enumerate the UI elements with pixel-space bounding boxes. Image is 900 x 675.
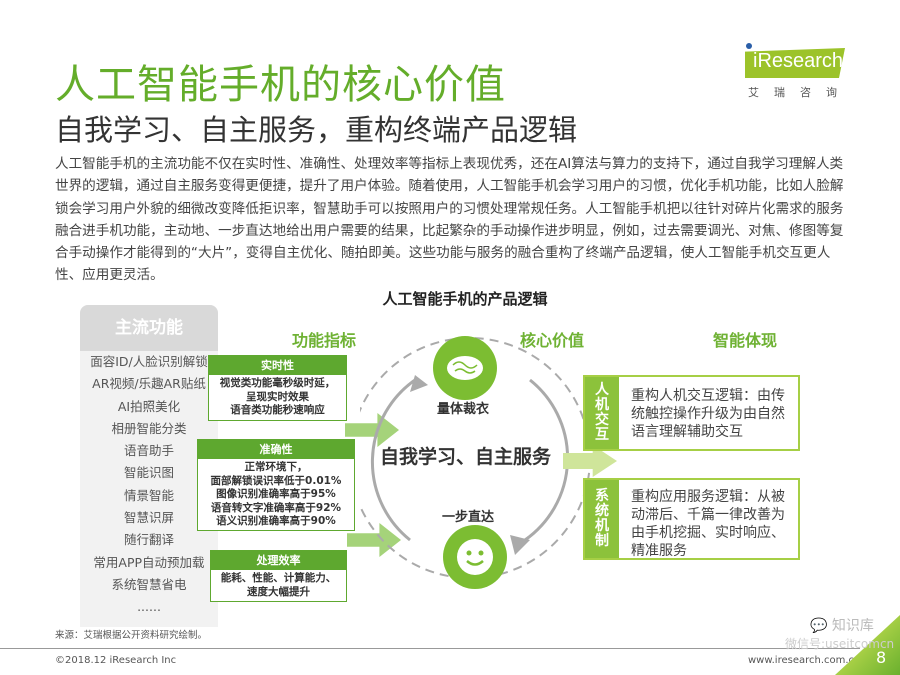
metric-line: 呈现实时效果 (246, 390, 309, 403)
main-function-item: 随行翻译 (123, 532, 174, 548)
metric-body: 正常环境下，面部解锁误识率低于0.01%图像识别准确率高于95%语音转文字准确率… (198, 459, 354, 531)
metric-line: 图像识别准确率高于95% (216, 488, 336, 500)
logo-brand: iResearch (745, 48, 845, 78)
intelligence-box-system: 系统机制 重构应用服务逻辑：从被动滞后、千篇一律改善为由手机挖掘、实时响应、精准… (583, 478, 800, 560)
main-functions-header: 主流功能 (80, 305, 218, 351)
core-bottom-label: 一步直达 (442, 510, 495, 525)
main-function-item: 相册智能分类 (111, 420, 187, 436)
smile-icon (443, 525, 507, 589)
metric-body: 视觉类功能毫秒级时延，呈现实时效果语音类功能秒速响应 (209, 375, 346, 420)
page-title: 人工智能手机的核心价值 (55, 62, 506, 108)
iresearch-logo: iResearch 艾瑞咨询 (745, 43, 852, 100)
metric-line: 正常环境下， (244, 461, 308, 473)
metric-line: 面部解锁误识率低于0.01% (210, 474, 342, 487)
main-function-item: 智能识图 (123, 465, 174, 481)
metric-line: 速度大幅提升 (247, 585, 310, 598)
wechat-icon: 💬 (810, 618, 832, 634)
core-top-label: 量体裁衣 (437, 402, 490, 417)
page-number: 8 (876, 648, 887, 667)
metric-line: 语音类功能秒速响应 (230, 404, 325, 416)
metric-title: 准确性 (198, 440, 354, 459)
main-function-item: 系统智慧省电 (111, 576, 187, 592)
body-paragraph: 人工智能手机的主流功能不仅在实时性、准确性、处理效率等指标上表现优秀，还在AI算… (55, 156, 844, 284)
watermark-account: 微信号:useitcomcn (785, 637, 895, 651)
main-function-item: 语音助手 (123, 443, 174, 459)
main-function-item: 面容ID/人脸识别解锁 (90, 354, 208, 369)
brain-icon (433, 336, 497, 400)
footer-copyright: ©2018.12 iResearch Inc (55, 655, 177, 666)
main-function-item: 智慧识屏 (123, 510, 174, 526)
arrowhead-icon (510, 535, 530, 555)
main-function-item: AR视频/乐趣AR贴纸 (92, 376, 206, 392)
logo-dot-icon (746, 43, 752, 49)
intelligence-text: 重构应用服务逻辑：从被动滞后、千篇一律改善为由手机挖掘、实时响应、精准服务 (631, 489, 785, 559)
metric-line: 语义识别准确率高于90% (216, 515, 336, 527)
label-core: 核心价值 (520, 331, 585, 350)
metric-line: 语音转文字准确率高于92% (210, 501, 342, 514)
metric-body: 能耗、性能、计算能力、速度大幅提升 (211, 570, 346, 601)
metric-line: 能耗、性能、计算能力、 (220, 572, 337, 584)
arrowhead-icon (410, 375, 428, 392)
main-function-item: AI拍照美化 (117, 398, 181, 414)
intelligence-box-interaction: 人机交互 重构人机交互逻辑：由传统触控操作升级为由自然语言理解辅助交互 (583, 375, 800, 451)
watermark-name: 💬 知识库 (810, 615, 874, 635)
diagram-title: 人工智能手机的产品逻辑 (382, 290, 548, 308)
metric-title: 实时性 (209, 356, 346, 375)
watermark-name-text: 知识库 (831, 618, 874, 634)
metric-box-accuracy: 准确性正常环境下，面部解锁误识率低于0.01%图像识别准确率高于95%语音转文字… (197, 439, 355, 531)
logo-cn: 艾瑞咨询 (748, 86, 852, 99)
intelligence-side-label: 人机交互 (585, 377, 619, 449)
intelligence-side-label: 系统机制 (585, 480, 619, 558)
main-function-item: 常用APP自动预加载 (93, 554, 205, 570)
label-metrics: 功能指标 (292, 331, 357, 350)
metric-box-efficiency: 处理效率能耗、性能、计算能力、速度大幅提升 (210, 550, 347, 602)
footer-divider (0, 648, 860, 649)
cycle-arc-left (370, 378, 416, 542)
footer-url[interactable]: www.iresearch.com.cn (748, 655, 861, 666)
page-subtitle: 自我学习、自主服务，重构终端产品逻辑 (55, 113, 578, 147)
label-intelligence: 智能体现 (713, 331, 778, 350)
main-function-item: ...... (137, 599, 161, 615)
main-function-item: 情景智能 (123, 487, 174, 503)
metric-line: 视觉类功能毫秒级时延， (219, 377, 336, 389)
main-functions-column: 主流功能 面容ID/人脸识别解锁 AR视频/乐趣AR贴纸 AI拍照美化相册智能分类语… (80, 305, 218, 627)
metric-title: 处理效率 (211, 551, 346, 570)
source-note: 来源：艾瑞根据公开资料研究绘制。 (55, 630, 208, 641)
core-center-label: 自我学习、自主服务 (380, 446, 552, 468)
metric-box-realtime: 实时性视觉类功能毫秒级时延，呈现实时效果语音类功能秒速响应 (208, 355, 347, 421)
intelligence-text: 重构人机交互逻辑：由传统触控操作升级为由自然语言理解辅助交互 (631, 388, 785, 440)
